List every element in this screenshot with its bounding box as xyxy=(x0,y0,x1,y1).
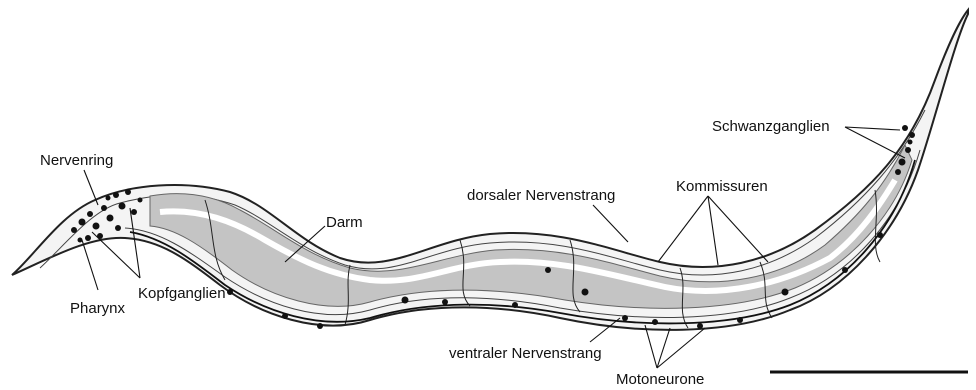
neuron xyxy=(113,192,119,198)
neuron xyxy=(902,125,908,131)
neuron xyxy=(71,227,77,233)
neuron xyxy=(227,289,233,295)
label-pharynx: Pharynx xyxy=(70,300,126,317)
neuron xyxy=(317,323,323,329)
pointer-line xyxy=(657,328,705,368)
neuron xyxy=(909,132,915,138)
pointer-line xyxy=(658,196,708,262)
neuron xyxy=(78,238,83,243)
neuron xyxy=(697,323,703,329)
neuron xyxy=(582,289,589,296)
neuron xyxy=(138,198,143,203)
pointer-line xyxy=(845,127,905,158)
neuron xyxy=(125,189,131,195)
neuron xyxy=(512,302,518,308)
neuron xyxy=(737,317,743,323)
neuron xyxy=(877,232,883,238)
neuron xyxy=(79,219,86,226)
pointer-line xyxy=(645,325,657,368)
neuron xyxy=(87,211,93,217)
label-ventral-nerve-cord: ventraler Nervenstrang xyxy=(449,345,602,362)
neuron xyxy=(622,315,628,321)
pointer-line xyxy=(84,170,98,205)
neuron xyxy=(101,205,107,211)
neuron xyxy=(545,267,551,273)
neuron xyxy=(899,159,906,166)
label-intestine: Darm xyxy=(326,214,363,231)
neuron xyxy=(106,196,111,201)
neuron xyxy=(895,169,901,175)
label-tail-ganglia: Schwanzganglien xyxy=(712,118,830,135)
label-head-ganglia: Kopfganglien xyxy=(138,285,226,302)
neuron xyxy=(119,203,126,210)
neuron xyxy=(782,289,789,296)
neuron xyxy=(93,223,100,230)
neuron xyxy=(107,215,114,222)
pointer-line xyxy=(82,240,98,290)
pointer-line xyxy=(708,196,768,262)
neuron xyxy=(842,267,848,273)
neuron xyxy=(115,225,121,231)
neuron xyxy=(85,235,91,241)
label-commissures: Kommissuren xyxy=(676,178,768,195)
neuron xyxy=(131,209,137,215)
neuron xyxy=(402,297,409,304)
neuron xyxy=(905,147,911,153)
neuron xyxy=(442,299,448,305)
label-motoneurons: Motoneurone xyxy=(616,371,704,388)
neuron xyxy=(282,313,288,319)
intestine xyxy=(150,145,912,308)
pointer-line xyxy=(593,205,628,242)
label-dorsal-nerve-cord: dorsaler Nervenstrang xyxy=(467,187,615,204)
pointer-line xyxy=(845,127,900,130)
pointer-line xyxy=(708,196,718,265)
neuron xyxy=(652,319,658,325)
neuron xyxy=(908,140,913,145)
label-nerve-ring: Nervenring xyxy=(40,152,113,169)
